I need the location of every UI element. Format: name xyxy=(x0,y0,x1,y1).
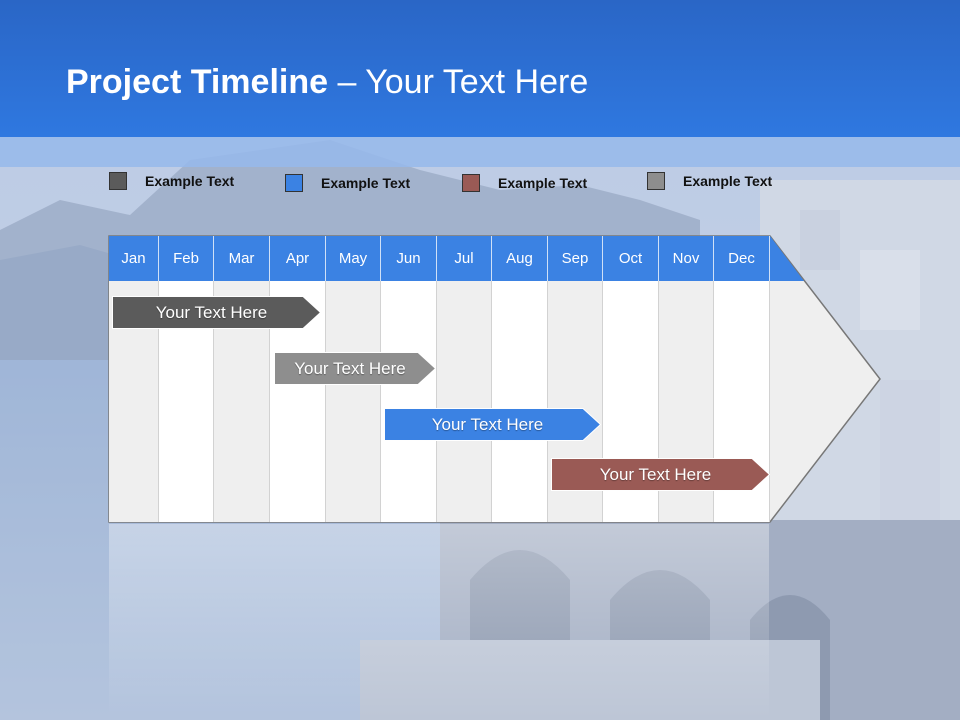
task-bar-2[interactable]: Your Text Here xyxy=(274,352,436,385)
task-arrow-shape xyxy=(384,408,601,441)
month-feb: Feb xyxy=(159,236,214,281)
chart-reflection xyxy=(109,524,769,720)
month-mar: Mar xyxy=(214,236,270,281)
legend-swatch xyxy=(109,172,127,190)
title-bold: Project Timeline xyxy=(66,63,329,101)
legend-label: Example Text xyxy=(145,173,235,189)
task-label: Your Text Here xyxy=(599,465,712,484)
task-label: Your Text Here xyxy=(294,359,406,378)
legend-label: Example Text xyxy=(321,175,411,191)
task-arrow-shape xyxy=(551,458,770,491)
month-jan: Jan xyxy=(109,236,159,281)
task-arrow-shape xyxy=(112,296,321,329)
header-bar: Project Timeline – Your Text Here xyxy=(0,0,960,137)
legend-swatch xyxy=(647,172,665,190)
task-label: Your Text Here xyxy=(431,415,544,434)
month-may: May xyxy=(326,236,381,281)
legend-item-3: Example Text xyxy=(462,172,587,194)
month-column xyxy=(437,281,492,522)
month-jun: Jun xyxy=(381,236,437,281)
task-bar-1[interactable]: Your Text Here xyxy=(112,296,321,329)
title-rest: – Your Text Here xyxy=(328,63,589,101)
legend-label: Example Text xyxy=(683,173,773,189)
task-bar-4[interactable]: Your Text Here xyxy=(551,458,770,491)
month-column xyxy=(381,281,437,522)
task-label: Your Text Here xyxy=(155,303,268,322)
legend-label: Example Text xyxy=(498,175,588,191)
month-jul: Jul xyxy=(437,236,492,281)
month-nov: Nov xyxy=(659,236,714,281)
legend-swatch xyxy=(462,174,480,192)
legend-item-1: Example Text xyxy=(109,170,234,192)
legend-swatch xyxy=(285,174,303,192)
page-title: Project Timeline – Your Text Here xyxy=(66,60,588,104)
month-column xyxy=(492,281,548,522)
task-bar-3[interactable]: Your Text Here xyxy=(384,408,601,441)
month-aug: Aug xyxy=(492,236,548,281)
month-sep: Sep xyxy=(548,236,603,281)
header-band xyxy=(0,137,960,167)
task-arrow-shape xyxy=(274,352,436,385)
month-oct: Oct xyxy=(603,236,659,281)
month-column xyxy=(326,281,381,522)
month-apr: Apr xyxy=(270,236,326,281)
legend-item-4: Example Text xyxy=(647,170,772,192)
month-dec: Dec xyxy=(714,236,770,281)
legend-item-2: Example Text xyxy=(285,172,410,194)
